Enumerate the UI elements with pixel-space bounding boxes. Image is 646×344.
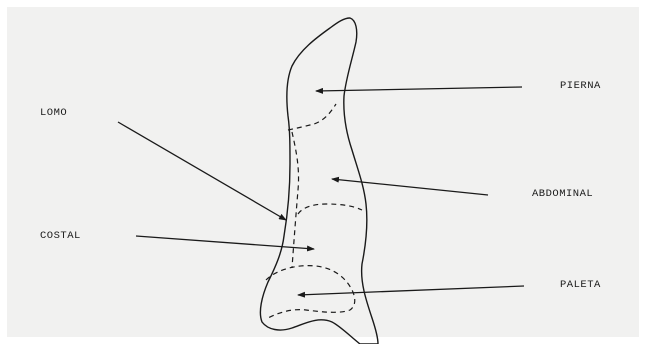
- abdominal-cut-line: [298, 204, 362, 214]
- paleta-cut-line: [266, 266, 355, 318]
- pierna-cut-line: [288, 104, 336, 130]
- leader-arrows: [118, 87, 524, 295]
- label-pierna: PIERNA: [560, 80, 601, 92]
- label-costal: COSTAL: [40, 230, 81, 242]
- label-lomo: LOMO: [40, 107, 67, 119]
- paleta-arrow: [298, 286, 524, 295]
- label-abdominal: ABDOMINAL: [532, 188, 593, 200]
- carcass-outline: [260, 18, 378, 344]
- costal-arrow: [136, 236, 314, 249]
- pierna-arrow: [316, 87, 522, 91]
- abdominal-arrow: [332, 179, 488, 195]
- label-paleta: PALETA: [560, 279, 601, 291]
- lomo-arrow: [118, 122, 286, 220]
